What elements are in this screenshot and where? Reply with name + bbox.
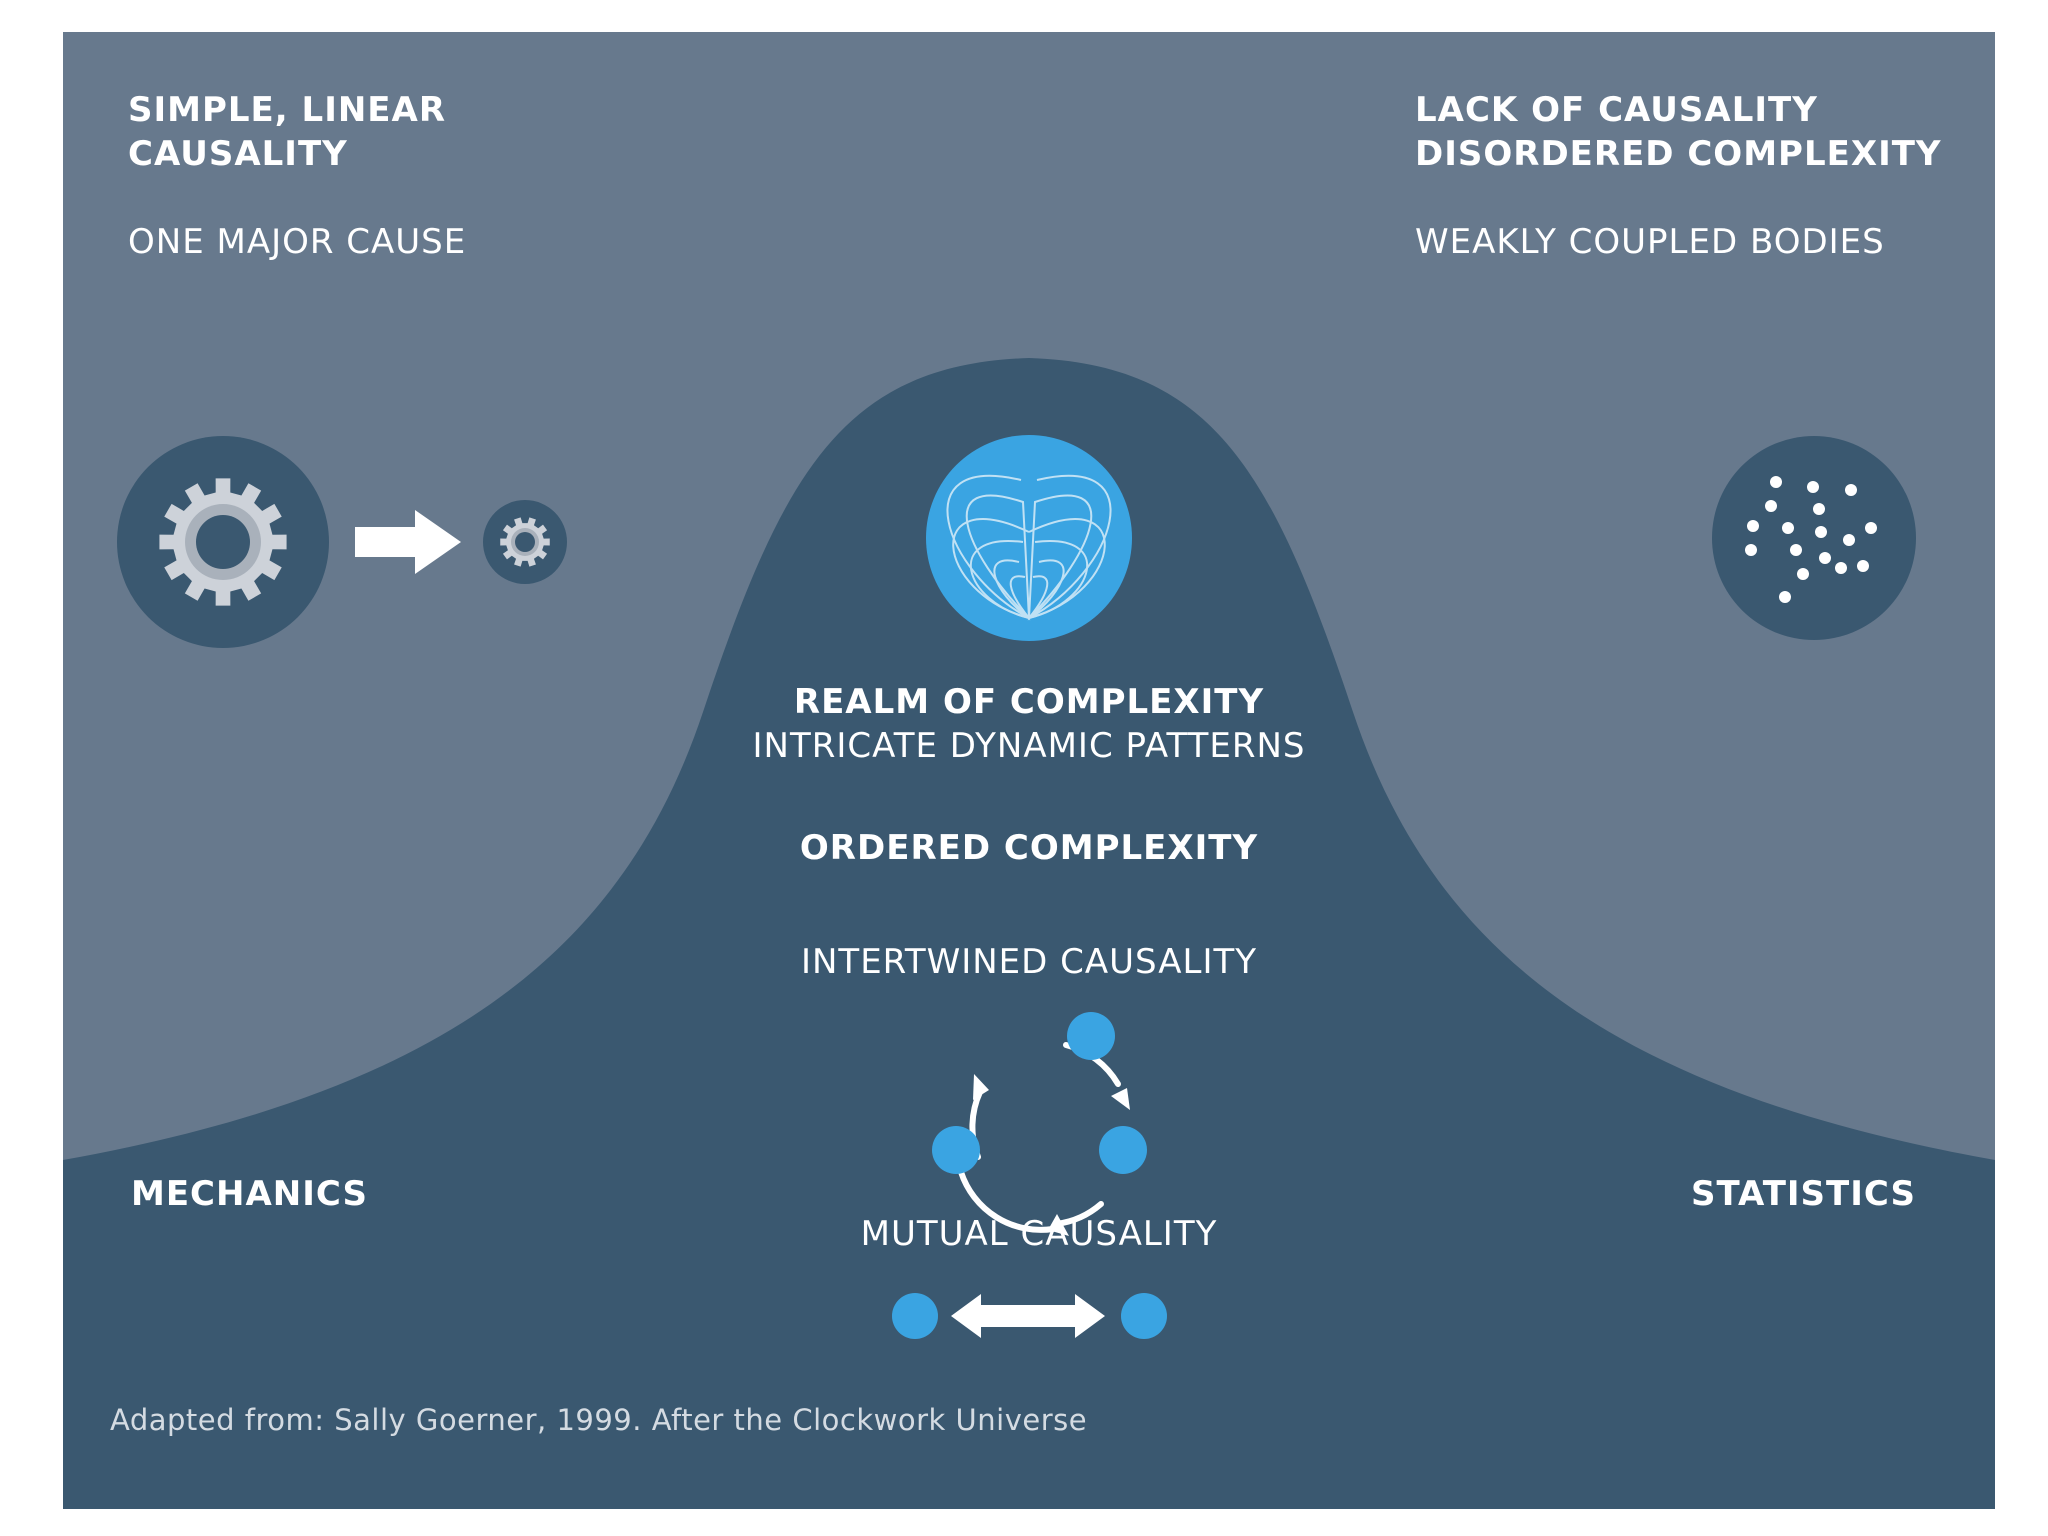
cycle-icon (932, 1012, 1147, 1236)
mutual-node-right (1121, 1293, 1167, 1339)
mechanics-label: MECHANICS (131, 1174, 368, 1214)
ordered-complexity-label: ORDERED COMPLEXITY (799, 828, 1259, 868)
cycle-node-left (932, 1126, 980, 1174)
cycle-node-top (1067, 1012, 1115, 1060)
gear-hole (196, 515, 250, 569)
double-arrow-icon (892, 1293, 1167, 1339)
source-credit: Adapted from: Sally Goerner, 1999. After… (110, 1403, 1088, 1437)
complexity-bell-curve (63, 358, 1995, 1509)
gear-hole (515, 532, 535, 552)
large-gear-icon (159, 478, 287, 606)
mutual-node-left (892, 1293, 938, 1339)
mutual-causality-label: MUTUAL CAUSALITY (860, 1214, 1218, 1254)
diagram-graphic (63, 32, 1995, 1509)
realm-subtitle: INTRICATE DYNAMIC PATTERNS (752, 726, 1306, 766)
intertwined-causality-label: INTERTWINED CAUSALITY (800, 942, 1258, 982)
cycle-node-right (1099, 1126, 1147, 1174)
linear-causality-subtitle: ONE MAJOR CAUSE (128, 222, 467, 262)
particles-icon (1712, 436, 1916, 640)
linear-causality-illustration (117, 436, 567, 648)
realm-heading: REALM OF COMPLEXITY (793, 682, 1265, 722)
small-gear-icon (500, 517, 550, 567)
field-lines-icon (926, 435, 1132, 641)
arrow-right-icon (355, 510, 461, 574)
statistics-label: STATISTICS (1691, 1174, 1916, 1214)
disordered-complexity-subtitle: WEAKLY COUPLED BODIES (1415, 222, 1885, 262)
